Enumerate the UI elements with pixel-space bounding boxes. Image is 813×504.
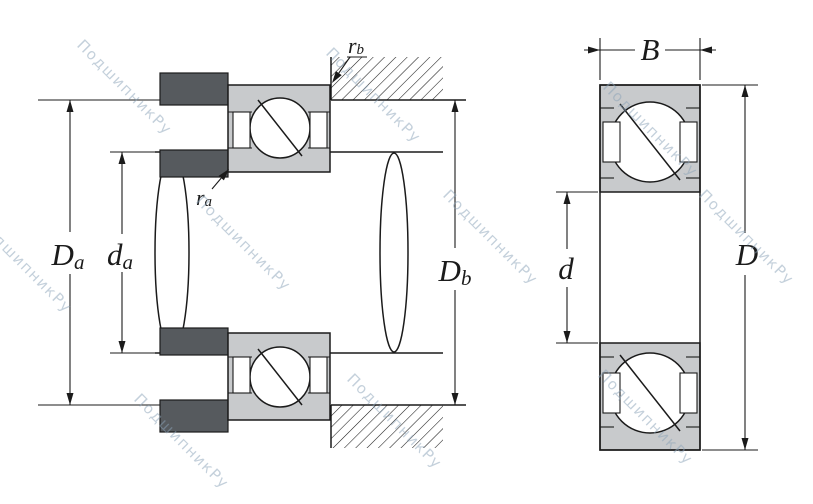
label-Db: Db — [438, 253, 472, 291]
dimension-D: D — [702, 84, 765, 451]
label-ra: ra — [196, 185, 212, 211]
bearing-section-top — [227, 84, 331, 173]
housing-spacer-top — [159, 72, 229, 106]
housing-hatch-bottom — [330, 404, 466, 448]
dimension-B: B — [584, 30, 716, 80]
leader-ra: ra — [196, 169, 229, 210]
shaft-end-ellipse — [154, 151, 190, 354]
dimension-da: da — [99, 151, 155, 354]
cage-segment — [309, 356, 328, 394]
housing-spacer-bottom — [159, 399, 229, 433]
label-Da: Da — [51, 237, 85, 275]
bearing-section-bottom — [227, 332, 331, 421]
dimension-Db: Db — [431, 100, 479, 405]
cage-segment — [602, 121, 621, 163]
leader-rb: rb — [332, 33, 367, 83]
label-D: D — [735, 237, 758, 272]
shaft-section-ellipse — [379, 152, 409, 353]
shaft-spacer-top — [159, 149, 229, 178]
dimension-d: d — [551, 191, 598, 344]
cage-segment — [679, 121, 698, 163]
label-d: d — [558, 251, 574, 286]
contact-angle-line — [619, 354, 681, 432]
left-view-cross-section: Da da Db ra — [38, 33, 479, 448]
shaft — [154, 151, 443, 354]
contact-angle-line — [257, 99, 303, 157]
abutment-rings — [159, 72, 229, 433]
right-view-bearing: B d D — [551, 30, 765, 451]
cage-segment — [602, 372, 621, 414]
dimension-Da: Da — [38, 99, 160, 406]
shaft-spacer-bottom — [159, 327, 229, 356]
bearing-ring-top — [599, 84, 701, 193]
bearing-outline — [599, 84, 701, 451]
contact-angle-line — [257, 348, 303, 406]
cage-segment — [232, 356, 251, 394]
housing-hatch-top — [330, 57, 466, 101]
label-B: B — [641, 32, 660, 67]
contact-angle-line — [619, 103, 681, 181]
cage-segment — [232, 111, 251, 149]
cage-segment — [309, 111, 328, 149]
label-da: da — [107, 237, 133, 275]
cage-segment — [679, 372, 698, 414]
label-rb: rb — [348, 33, 365, 59]
bearing-ring-bottom — [599, 342, 701, 451]
